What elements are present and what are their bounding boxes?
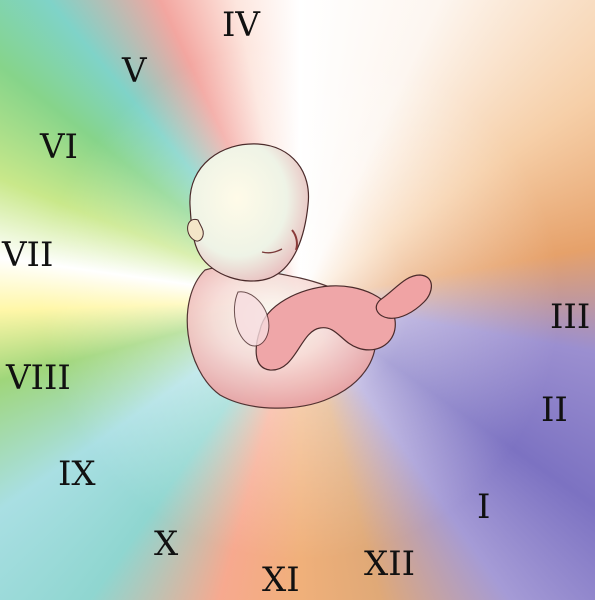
numeral-iv: IV — [222, 5, 260, 45]
numeral-vii: VII — [2, 235, 54, 275]
numeral-viii: VIII — [6, 358, 71, 398]
numeral-iii: III — [550, 297, 591, 337]
numeral-xi: XI — [262, 560, 300, 600]
numeral-xii: XII — [364, 544, 416, 584]
numeral-v: V — [122, 51, 147, 91]
numeral-i: I — [477, 487, 491, 527]
numeral-x: X — [154, 524, 179, 564]
numeral-ii: II — [541, 390, 568, 430]
numeral-vi: VI — [40, 127, 78, 167]
numeral-ix: IX — [58, 454, 96, 494]
